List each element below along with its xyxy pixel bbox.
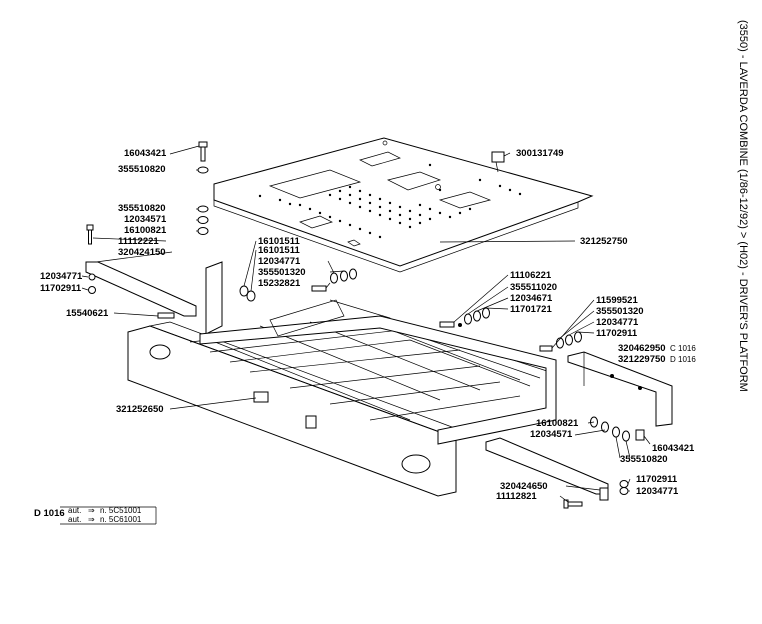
label-355501320: 355501320 (596, 306, 644, 317)
label-16101511: 16101511 (258, 245, 300, 256)
legend-code: D 1016 (34, 508, 65, 519)
label-11701721: 11701721 (510, 304, 552, 315)
label-12034571: 12034571 (124, 214, 167, 225)
label-12034671: 12034671 (510, 293, 553, 304)
label-321252750: 321252750 (580, 236, 628, 247)
lower-right-washer-stack (590, 416, 645, 442)
label-355510820: 355510820 (620, 454, 668, 465)
label-11112821: 11112821 (496, 491, 537, 502)
label-11702911: 11702911 (636, 474, 678, 485)
label-12034771: 12034771 (596, 317, 639, 328)
label-12034771: 12034771 (40, 271, 83, 282)
label-300131749: 300131749 (516, 148, 564, 159)
label-11106221: 11106221 (510, 270, 552, 281)
label-355511020: 355511020 (510, 282, 557, 293)
clip-part (491, 151, 505, 173)
legend-row2-arrow: ⇒ (88, 515, 95, 524)
label-11702911: 11702911 (40, 283, 82, 294)
label-16043421: 16043421 (652, 443, 695, 454)
top-bolt-stack (197, 141, 209, 235)
label-320424150: 320424150 (118, 247, 166, 258)
frame-cross-members (189, 299, 551, 421)
serial-legend: D 1016 aut. ⇒ n. 5C51001 aut. ⇒ n. 5C610… (34, 506, 157, 525)
label-12034771: 12034771 (636, 486, 679, 497)
label-321229750: 321229750 (618, 354, 666, 365)
label-321229750-code: D 1016 (670, 355, 696, 364)
left-bracket-assembly (85, 224, 223, 335)
right-side-bracket (567, 351, 673, 427)
label-16100821: 16100821 (124, 225, 167, 236)
label-11112221: 11112221 (118, 236, 159, 247)
label-16101511: 16101511 (258, 236, 300, 247)
label-15232821: 15232821 (258, 278, 301, 289)
label-16100821: 16100821 (536, 418, 579, 429)
label-11599521: 11599521 (596, 295, 638, 306)
label-15540621: 15540621 (66, 308, 109, 319)
page-side-title: (3550) - LAVERDA COMBINE (1/86-12/92) > … (737, 20, 749, 392)
label-355510820: 355510820 (118, 203, 166, 214)
label-11702911: 11702911 (596, 328, 638, 339)
label-12034771: 12034771 (258, 256, 301, 267)
label-16043421: 16043421 (124, 148, 167, 159)
legend-row1-arrow: ⇒ (88, 506, 95, 515)
legend-row2-text: n. 5C61001 (100, 515, 142, 524)
label-320462950-code: C 1016 (670, 344, 696, 353)
label-355510820: 355510820 (118, 164, 166, 175)
label-320462950: 320462950 (618, 343, 666, 354)
label-321252650: 321252650 (116, 404, 164, 415)
part-labels: 16043421 355510820 300131749 355510820 1… (40, 148, 696, 502)
legend-row2-prefix: aut. (68, 515, 81, 524)
legend-row1-text: n. 5C51001 (100, 506, 142, 515)
main-frame (127, 299, 557, 497)
label-355501320: 355501320 (258, 267, 306, 278)
plate-perforation-pattern (258, 163, 522, 239)
label-12034571: 12034571 (530, 429, 573, 440)
leader-lines (81, 145, 651, 503)
legend-row1-prefix: aut. (68, 506, 81, 515)
label-320424650: 320424650 (500, 481, 548, 492)
